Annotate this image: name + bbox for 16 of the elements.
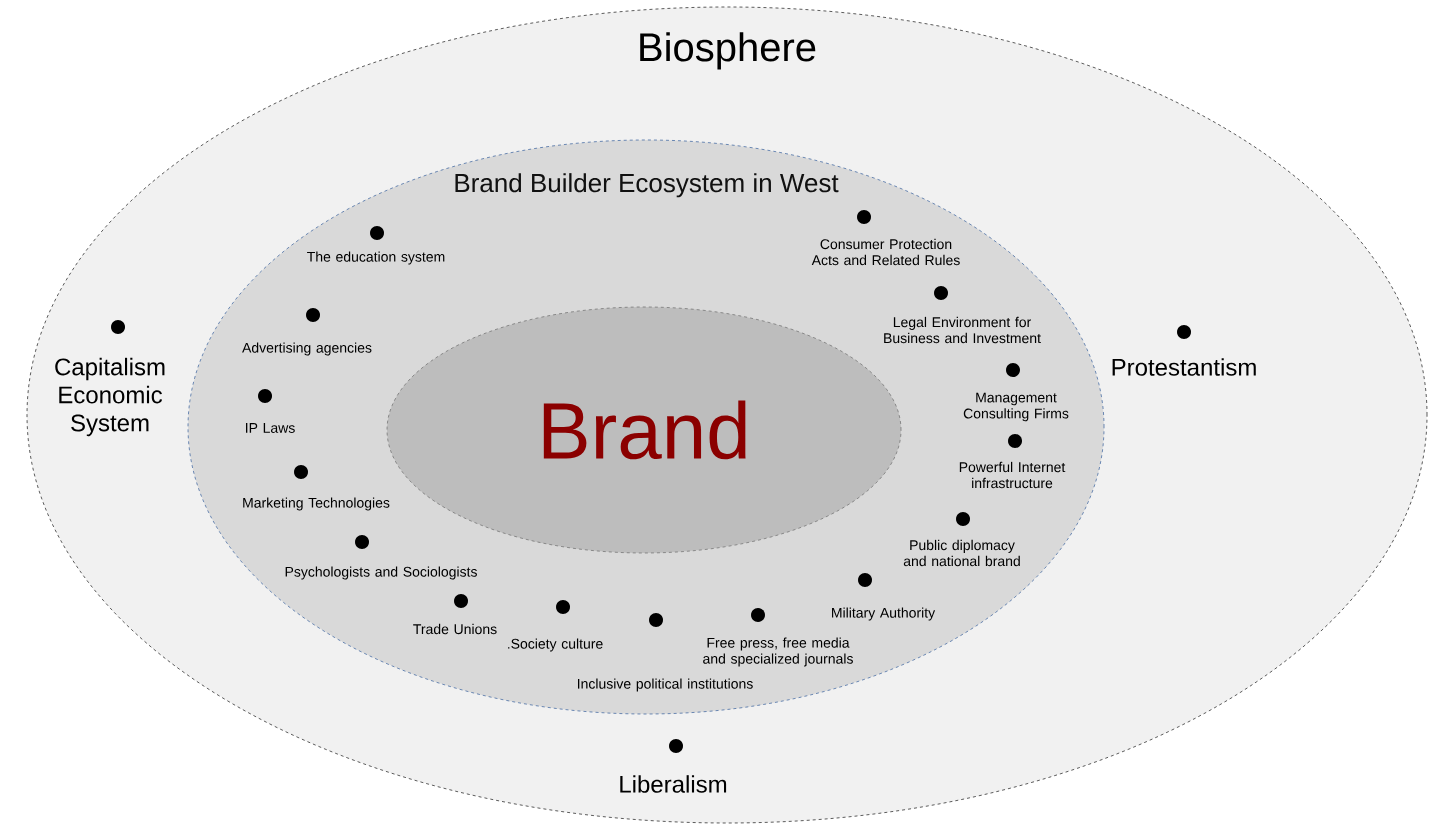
item-label: Protestantism [1112, 358, 1256, 376]
item-label: IP Laws [246, 423, 295, 433]
item-label: Military Authority [832, 607, 936, 621]
item-label: Public diplomacy and national brand [903, 539, 1020, 567]
item-label: Consumer Protection Acts and Related Rules [811, 238, 960, 266]
item-label: Capitalism Economic System [55, 357, 165, 437]
item-label: Advertising agencies [242, 342, 372, 356]
item-label: Free press, free media and specialized journals [703, 637, 853, 667]
item-label: Management Consulting Firms [963, 392, 1069, 422]
item-label: Liberalism [620, 775, 727, 793]
item-label: Inclusive political institutions [578, 678, 753, 692]
item-label: Powerful Internet infrastructure [959, 461, 1066, 489]
item-label: Psychologists and Sociologists [285, 566, 477, 580]
item-label: .Society culture [508, 638, 603, 652]
item-label: The education system [307, 251, 445, 265]
item-label: Trade Unions [413, 623, 497, 635]
